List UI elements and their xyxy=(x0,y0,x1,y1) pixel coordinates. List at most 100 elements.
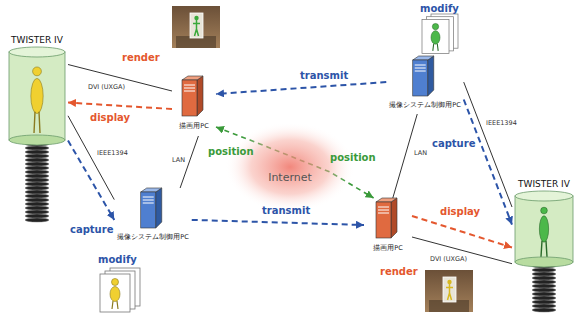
label-holder: modify xyxy=(98,254,137,265)
pc-slot xyxy=(415,65,426,66)
figure-head xyxy=(432,23,438,29)
stand-disc xyxy=(25,190,49,194)
edge-label-holder: LAN xyxy=(172,157,185,164)
figure-head xyxy=(447,280,451,284)
label-holder: render xyxy=(380,266,418,277)
figure-body xyxy=(193,20,200,36)
modify-label: modify xyxy=(420,3,459,14)
dataflow-arrow xyxy=(216,82,386,94)
node-text: TWISTER IV xyxy=(11,36,63,46)
edge-label: capture xyxy=(70,224,113,235)
pc-front xyxy=(141,192,156,228)
twister-display: TWISTER IV xyxy=(6,36,68,226)
figure-head xyxy=(541,207,548,214)
label-holder: render xyxy=(122,52,160,63)
edge-label-holder: display xyxy=(440,206,480,217)
stand-disc xyxy=(25,198,49,202)
edge-label-holder: display xyxy=(90,112,130,123)
pc-front xyxy=(182,80,197,116)
edge-label-holder: LAN xyxy=(414,150,427,157)
edge-label-holder: position xyxy=(208,146,254,157)
stand-disc xyxy=(532,268,556,272)
edge-label: DVI (UXGA) xyxy=(430,256,467,263)
figure-body xyxy=(110,287,120,302)
node-text: 撮像システム制御用PC xyxy=(117,234,188,241)
stand-disc xyxy=(25,202,49,206)
stand-disc xyxy=(25,214,49,218)
pc-side xyxy=(391,198,397,238)
stand-disc xyxy=(25,166,49,170)
edge-label: IEEE1394 xyxy=(486,120,517,127)
stand-disc xyxy=(25,154,49,158)
stand-disc xyxy=(25,186,49,190)
figure-body xyxy=(539,216,548,242)
edge-label-holder: DVI (UXGA) xyxy=(430,256,467,263)
render-label: render xyxy=(122,52,160,63)
render-pc: 描画用PC xyxy=(172,76,216,136)
stand-disc xyxy=(532,272,556,276)
figure-legs xyxy=(112,301,118,309)
figure-body xyxy=(431,31,440,45)
stand-disc xyxy=(532,308,556,312)
edge-label: capture xyxy=(432,138,475,149)
pc-slot xyxy=(143,203,154,204)
stand-disc xyxy=(532,280,556,284)
edge-label: LAN xyxy=(172,157,185,164)
stand-disc xyxy=(25,162,49,166)
edge-label: display xyxy=(90,112,130,123)
node-text: 描画用PC xyxy=(179,123,208,130)
figure-legs xyxy=(541,241,547,257)
node-text: Internet xyxy=(268,172,312,184)
edge-label: transmit xyxy=(300,70,348,81)
capture-pc: 撮像システム制御用PC xyxy=(114,188,191,246)
pc-slot xyxy=(143,200,154,201)
node-text: TWISTER IV xyxy=(518,180,570,190)
edge-label-holder: DVI (UXGA) xyxy=(88,84,125,91)
stand-disc xyxy=(25,194,49,198)
edge-label: transmit xyxy=(262,205,310,216)
edge-label: LAN xyxy=(414,150,427,157)
pc-slot xyxy=(143,197,154,198)
stand-disc xyxy=(25,218,49,222)
dataflow-arrow xyxy=(464,100,512,225)
cable-line xyxy=(68,65,172,92)
node-shape xyxy=(225,122,355,212)
edge-label-holder: IEEE1394 xyxy=(97,150,128,157)
stand-disc xyxy=(25,178,49,182)
pc-side xyxy=(197,76,203,116)
stand-disc xyxy=(532,300,556,304)
pc-slot xyxy=(378,207,389,208)
stand-disc xyxy=(532,304,556,308)
label-holder: modify xyxy=(420,3,459,14)
pc-slot xyxy=(184,85,195,86)
label-holder: position xyxy=(330,152,376,163)
page xyxy=(422,19,449,53)
figure-head xyxy=(112,279,119,286)
figure-legs xyxy=(433,44,438,51)
edge-label-holder: capture xyxy=(432,138,475,149)
pc-slot xyxy=(378,210,389,211)
pc-front xyxy=(413,60,428,96)
pc-side xyxy=(156,188,162,228)
edge-label: position xyxy=(208,146,254,157)
cable-line xyxy=(412,237,512,264)
edge-label: DVI (UXGA) xyxy=(88,84,125,91)
stand-disc xyxy=(532,284,556,288)
stand-disc xyxy=(25,170,49,174)
modify-label: modify xyxy=(98,254,137,265)
render-frame xyxy=(190,13,203,38)
internet-cloud: Internet xyxy=(225,122,355,212)
edge-label: IEEE1394 xyxy=(97,150,128,157)
stand-disc xyxy=(25,158,49,162)
page xyxy=(100,274,130,312)
pc-side xyxy=(428,56,434,96)
cylinder-bottom xyxy=(9,135,65,145)
pc-top xyxy=(182,76,203,80)
cable-line xyxy=(68,116,114,200)
edge-label-holder: transmit xyxy=(300,70,348,81)
render-frame xyxy=(443,277,456,302)
pc-slot xyxy=(184,91,195,92)
cylinder-bottom xyxy=(515,257,573,267)
pc-top xyxy=(413,56,434,60)
